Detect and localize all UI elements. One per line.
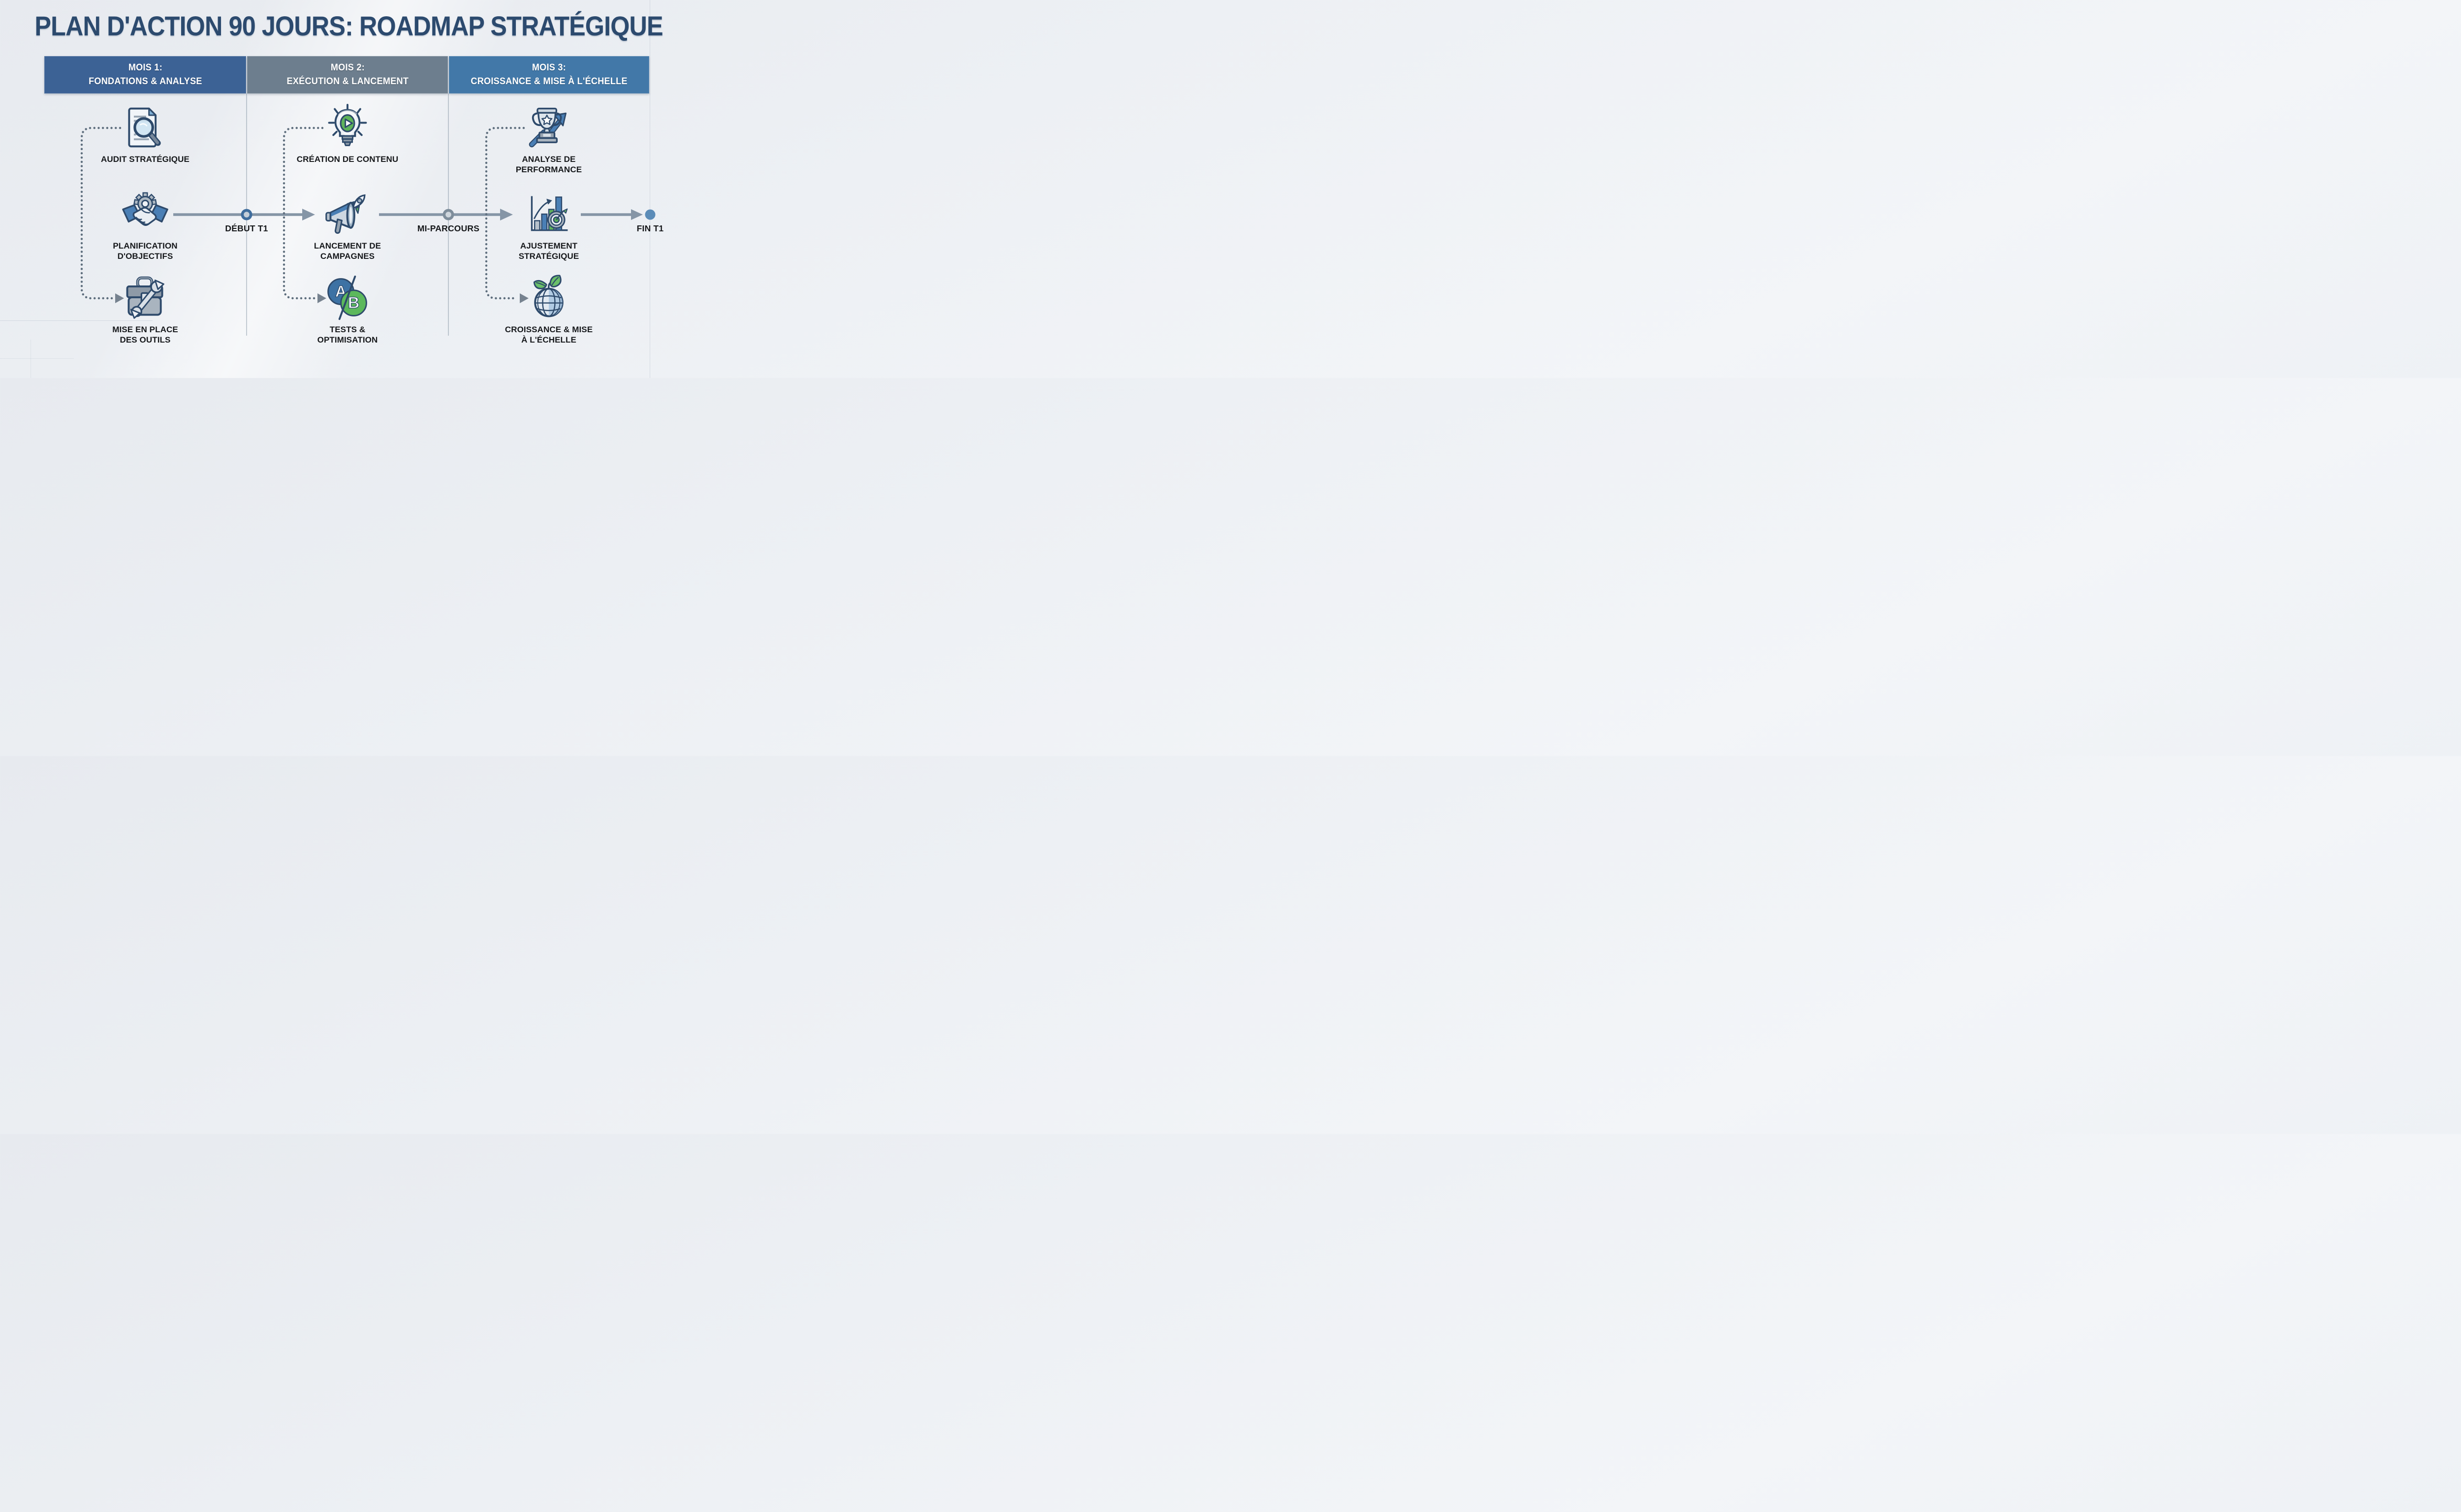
roadmap-item: TESTS & OPTIMISATION bbox=[291, 274, 404, 345]
milestone-label-debut-t1: DÉBUT T1 bbox=[225, 223, 268, 233]
roadmap-item: CRÉATION DE CONTENU bbox=[291, 103, 404, 165]
item-label: TESTS & OPTIMISATION bbox=[317, 325, 378, 345]
roadmap-item: MISE EN PLACE DES OUTILS bbox=[89, 274, 202, 345]
page-title: PLAN D'ACTION 90 JOURS: ROADMAP STRATÉGI… bbox=[34, 10, 663, 41]
item-label: MISE EN PLACE DES OUTILS bbox=[112, 325, 178, 345]
header-line2: CROISSANCE & MISE À L'ÉCHELLE bbox=[471, 76, 628, 87]
roadmap-item: ANALYSE DE PERFORMANCE bbox=[492, 103, 605, 175]
header-line2: FONDATIONS & ANALYSE bbox=[88, 76, 202, 87]
item-label: ANALYSE DE PERFORMANCE bbox=[515, 155, 582, 174]
item-label: LANCEMENT DE CAMPAGNES bbox=[314, 241, 381, 261]
header-line1: MOIS 2: bbox=[330, 63, 365, 73]
ab-test-icon bbox=[291, 274, 404, 322]
column-header-mois-3: MOIS 3: CROISSANCE & MISE À L'ÉCHELLE bbox=[449, 56, 649, 94]
item-label: AUDIT STRATÉGIQUE bbox=[101, 155, 189, 164]
header-line2: EXÉCUTION & LANCEMENT bbox=[286, 76, 409, 87]
bg-gridline-horizontal bbox=[0, 320, 153, 321]
chart-target-icon bbox=[492, 190, 605, 238]
handshake-gear-icon bbox=[89, 190, 202, 238]
column-header-mois-2: MOIS 2: EXÉCUTION & LANCEMENT bbox=[247, 56, 448, 94]
item-label: CRÉATION DE CONTENU bbox=[296, 155, 399, 164]
column-header-mois-1: MOIS 1: FONDATIONS & ANALYSE bbox=[44, 56, 246, 94]
header-line1: MOIS 3: bbox=[532, 63, 567, 73]
document-magnifier-icon bbox=[89, 103, 202, 152]
toolbox-wrench-icon bbox=[89, 274, 202, 322]
megaphone-rocket-icon bbox=[291, 190, 404, 238]
roadmap-item: PLANIFICATION D'OBJECTIFS bbox=[89, 190, 202, 261]
roadmap-item: AUDIT STRATÉGIQUE bbox=[89, 103, 202, 165]
milestone-label-mi-parcours: MI-PARCOURS bbox=[417, 223, 480, 233]
roadmap-item: LANCEMENT DE CAMPAGNES bbox=[291, 190, 404, 261]
header-line1: MOIS 1: bbox=[128, 63, 162, 73]
bg-gridline-corner-h bbox=[0, 358, 74, 359]
item-label: AJUSTEMENT STRATÉGIQUE bbox=[518, 241, 579, 261]
column-separator-2 bbox=[448, 94, 449, 336]
milestone-node-fin-t1 bbox=[645, 209, 656, 220]
timeline-arrowhead-3 bbox=[631, 209, 643, 220]
item-label: CROISSANCE & MISE À L'ÉCHELLE bbox=[505, 325, 593, 345]
item-label: PLANIFICATION D'OBJECTIFS bbox=[113, 241, 178, 261]
lightbulb-play-icon bbox=[291, 103, 404, 152]
column-separator-1 bbox=[246, 94, 247, 336]
globe-leaves-icon bbox=[492, 274, 605, 322]
roadmap-item: AJUSTEMENT STRATÉGIQUE bbox=[492, 190, 605, 261]
trophy-arrow-icon bbox=[492, 103, 605, 152]
roadmap-item: CROISSANCE & MISE À L'ÉCHELLE bbox=[492, 274, 605, 345]
milestone-label-fin-t1: FIN T1 bbox=[636, 223, 664, 233]
